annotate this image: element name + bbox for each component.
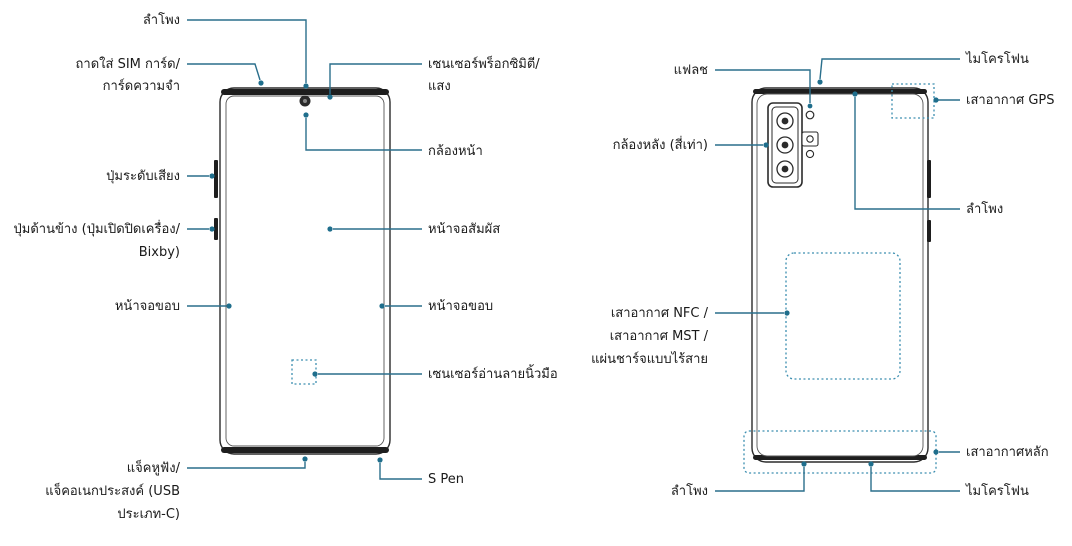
front-leaders xyxy=(187,19,422,480)
front-camera-center xyxy=(303,99,307,103)
label-mic-bottom: ไมโครโฟน xyxy=(965,483,1029,499)
label-speaker-back: ลำโพง xyxy=(966,201,1003,217)
label-speaker-bottom: ลำโพง xyxy=(671,483,708,499)
label-jack-line1: แจ็คหูฟัง/ xyxy=(127,458,181,476)
front-phone xyxy=(214,87,391,455)
label-touchscreen: หน้าจอสัมผัส xyxy=(428,222,500,237)
rear-lens-3-center xyxy=(781,165,789,173)
label-side-key-line1: ปุ่มด้านข้าง (ปุ่มเปิดปิดเครื่อง/ xyxy=(14,220,181,237)
label-front-camera: กล้องหน้า xyxy=(428,144,483,159)
label-jack-line3: ประเภท-C) xyxy=(117,507,180,522)
label-proximity-line1: เซนเซอร์พร็อกซิมิตี/ xyxy=(428,54,540,72)
rear-sensor xyxy=(805,149,815,159)
label-sim-tray-line1: ถาดใส่ SIM การ์ด/ xyxy=(76,56,181,72)
label-nfc-line2: เสาอากาศ MST / xyxy=(610,329,709,344)
rear-lens-2-center xyxy=(781,141,789,149)
back-volume-key xyxy=(927,160,931,198)
back-phone xyxy=(743,83,937,474)
volume-key xyxy=(214,160,218,198)
front-labels: ลำโพง ถาดใส่ SIM การ์ด/ การ์ดความจำ เซนเ… xyxy=(14,12,558,522)
front-bottom-bezel xyxy=(221,447,389,453)
label-nfc-line3: แผ่นชาร์จแบบไร้สาย xyxy=(591,351,708,367)
label-speaker-front: ลำโพง xyxy=(143,12,180,28)
label-rear-camera: กล้องหลัง (สี่เท่า) xyxy=(613,136,708,153)
rear-camera-inner xyxy=(771,106,799,184)
label-spen: S Pen xyxy=(428,472,464,487)
label-edge-right: หน้าจอขอบ xyxy=(428,299,493,314)
back-side-key xyxy=(927,220,931,242)
label-jack-line2: แจ็คอเนกประสงค์ (USB xyxy=(45,481,180,499)
tof-sensor xyxy=(806,135,814,143)
back-labels: แฟลช ไมโครโฟน เสาอากาศ GPS กล้องหลัง (สี… xyxy=(591,51,1054,499)
label-edge-left: หน้าจอขอบ xyxy=(115,299,180,314)
side-key xyxy=(214,218,218,240)
label-main-antenna: เสาอากาศหลัก xyxy=(966,445,1049,460)
main-antenna-area xyxy=(743,430,937,474)
flash xyxy=(805,110,815,120)
label-sim-tray-line2: การ์ดความจำ xyxy=(103,78,180,94)
front-screen xyxy=(225,95,385,447)
label-gps: เสาอากาศ GPS xyxy=(966,93,1055,108)
front-top-bezel xyxy=(221,89,389,95)
label-mic-top: ไมโครโฟน xyxy=(965,51,1029,67)
back-top-edge xyxy=(753,89,927,94)
label-volume-key: ปุ่มระดับเสียง xyxy=(106,168,180,184)
label-fingerprint: เซนเซอร์อ่านลายนิ้วมือ xyxy=(428,364,558,382)
label-proximity-line2: แสง xyxy=(428,79,451,94)
rear-lens-1-center xyxy=(781,117,789,125)
label-nfc-line1: เสาอากาศ NFC / xyxy=(611,306,709,321)
label-side-key-line2: Bixby) xyxy=(139,245,180,260)
label-flash: แฟลช xyxy=(674,63,709,78)
back-leaders xyxy=(715,58,960,492)
